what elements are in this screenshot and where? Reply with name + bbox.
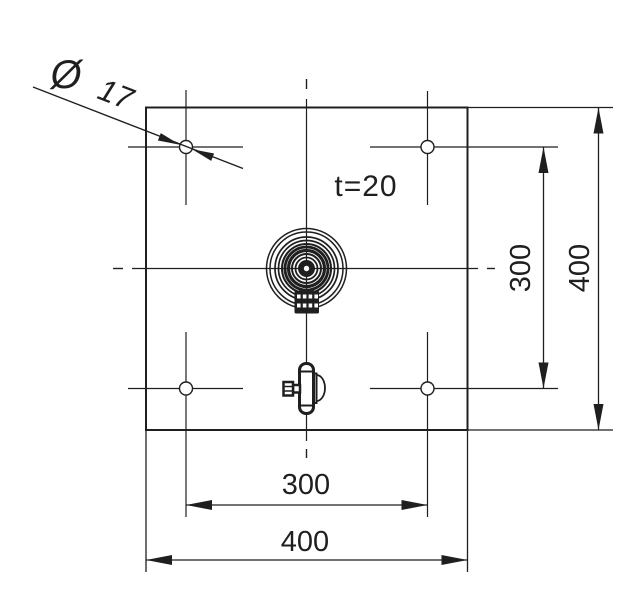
dim-arrowhead-left	[186, 500, 212, 510]
diameter-symbol: Ø	[48, 53, 84, 97]
center-flange	[265, 227, 348, 314]
leader-hole-diameter: Ø 17	[32, 53, 244, 170]
dim-arrowhead-right	[401, 500, 428, 510]
terminal-hole	[314, 294, 318, 299]
side-component	[282, 362, 326, 415]
terminal-hole	[297, 303, 301, 308]
dim-arrowhead-down	[593, 404, 604, 430]
leader-arrowhead	[192, 149, 215, 161]
flange-ring	[286, 248, 327, 289]
flange-center-hole	[303, 265, 310, 272]
terminal-block	[294, 290, 319, 314]
hole-circle	[420, 381, 435, 396]
dim-arrowhead-up	[538, 147, 549, 173]
terminal-hole	[302, 303, 307, 308]
dim-arrowhead-left	[146, 555, 172, 565]
thickness-note: t=20	[334, 170, 397, 203]
hole-circle	[178, 381, 194, 396]
bolt-hole-top-right	[370, 91, 558, 205]
dim-value-horizontal-400: 400	[281, 526, 329, 558]
dim-horizontal-overall: 400	[146, 526, 468, 565]
terminal-hole	[297, 294, 301, 299]
bolt-hole-bottom-right	[370, 332, 558, 517]
terminal-hole	[314, 303, 318, 308]
dim-value-vertical-300: 300	[505, 244, 537, 292]
dim-arrowhead-down	[538, 362, 549, 389]
diameter-value: 17	[93, 72, 139, 118]
side-component-arc	[316, 374, 326, 402]
bolt-hole-bottom-left	[128, 332, 243, 517]
hole-circle	[420, 139, 435, 155]
dim-vertical-hole-spacing: 300	[505, 147, 549, 389]
flange-ring	[294, 256, 319, 281]
dim-arrowhead-right	[441, 555, 468, 565]
flange-ring	[283, 245, 330, 292]
dim-vertical-overall: 400	[564, 107, 604, 430]
terminal-hole	[308, 294, 313, 299]
flange-ring	[291, 253, 322, 284]
terminal-hole	[308, 303, 313, 308]
terminal-hole	[302, 294, 307, 299]
dim-value-horizontal-300: 300	[282, 469, 330, 501]
dim-value-vertical-400: 400	[564, 244, 596, 292]
dim-arrowhead-up	[593, 107, 604, 134]
side-component-bolt-head	[282, 380, 295, 397]
dim-horizontal-hole-spacing: 300	[186, 469, 428, 510]
extension-lines	[145, 106, 613, 572]
leader-arrowhead	[157, 133, 180, 145]
